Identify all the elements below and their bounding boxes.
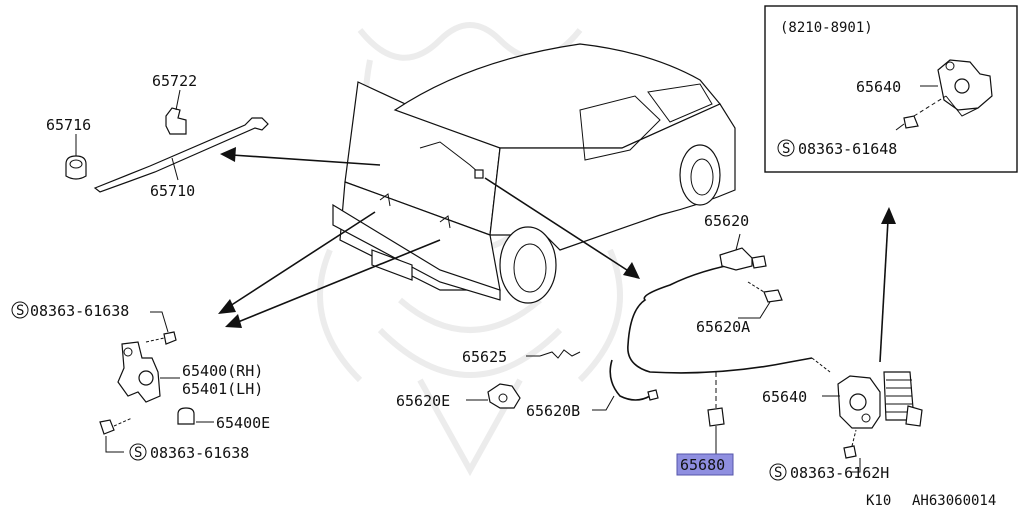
label-inset-bolt[interactable]: 08363-61648 [798, 140, 897, 158]
label-inset-65640[interactable]: 65640 [856, 78, 901, 96]
label-65716[interactable]: 65716 [46, 116, 91, 134]
inset-panel [764, 5, 1018, 173]
label-65401[interactable]: 65401(LH) [182, 380, 263, 398]
label-65722[interactable]: 65722 [152, 72, 197, 90]
screw-symbol-text-left-top: S [16, 303, 24, 319]
part-labels: (8210-8901) 65640 S 08363-61648 65722 65… [11, 20, 996, 509]
car-illustration [332, 43, 736, 304]
label-bolt-left-bottom[interactable]: 08363-61638 [150, 444, 249, 462]
inset-date-range: (8210-8901) [780, 20, 873, 36]
hood-latch-right-group [822, 371, 923, 473]
label-65620A[interactable]: 65620A [696, 318, 750, 336]
screw-symbol-right [769, 463, 787, 481]
label-65625[interactable]: 65625 [462, 348, 507, 366]
pointer-arrows [218, 147, 896, 363]
footer-model: K10 [866, 493, 891, 509]
label-65400E[interactable]: 65400E [216, 414, 270, 432]
release-cable-group [466, 233, 831, 454]
label-bolt-right[interactable]: 08363-6162H [790, 464, 889, 482]
footer-ref: AH63060014 [912, 493, 996, 509]
label-65400[interactable]: 65400(RH) [182, 362, 263, 380]
label-65710[interactable]: 65710 [150, 182, 195, 200]
screw-symbol-text-left-bottom: S [134, 445, 142, 461]
screw-symbol-text-right: S [774, 465, 782, 481]
label-bolt-left-top[interactable]: 08363-61638 [30, 302, 129, 320]
screw-symbol-left-bottom [129, 443, 147, 461]
label-65680[interactable]: 65680 [680, 456, 725, 474]
label-65620E[interactable]: 65620E [396, 392, 450, 410]
label-65620[interactable]: 65620 [704, 212, 749, 230]
hood-latch-left-group [99, 311, 214, 453]
support-rod-group [65, 89, 269, 193]
screw-symbol-text-inset: S [782, 141, 790, 157]
label-65620B[interactable]: 65620B [526, 402, 580, 420]
screw-symbol-left-top [11, 301, 29, 319]
highlight-box-65680[interactable] [676, 453, 734, 476]
screw-symbol-inset [777, 139, 795, 157]
label-65640[interactable]: 65640 [762, 388, 807, 406]
